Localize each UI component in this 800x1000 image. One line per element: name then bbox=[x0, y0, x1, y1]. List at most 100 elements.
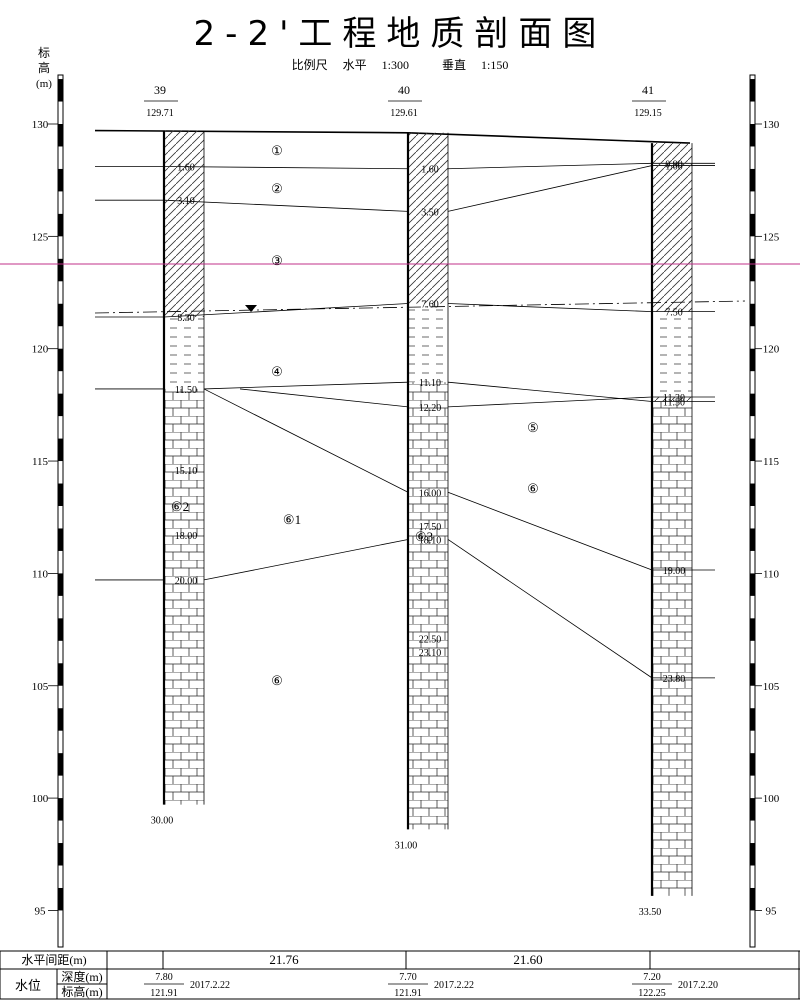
axis-tick-label: 100 bbox=[763, 793, 780, 805]
borehole-elevation: 129.71 bbox=[146, 108, 174, 119]
water-level-icon bbox=[245, 305, 257, 312]
layer-depth-label: 1.60 bbox=[421, 165, 439, 176]
layer-depth-label: 12.20 bbox=[419, 403, 442, 414]
strata-boundary bbox=[447, 381, 653, 402]
borehole-fill-dash bbox=[408, 303, 448, 383]
water-date: 2017.2.20 bbox=[678, 980, 718, 991]
ruler-segment bbox=[58, 438, 63, 462]
ruler-segment bbox=[58, 303, 63, 327]
ruler-segment bbox=[58, 213, 63, 237]
layer-depth-label: 15.10 bbox=[175, 466, 198, 477]
layer-label: ① bbox=[271, 143, 283, 158]
strata-boundary bbox=[239, 388, 409, 408]
layer-label: ② bbox=[271, 181, 283, 196]
ruler-segment bbox=[58, 753, 63, 776]
strata-boundary bbox=[447, 491, 653, 571]
layer-depth-label: 19.00 bbox=[663, 566, 686, 577]
layer-depth-label: 7.60 bbox=[421, 300, 439, 311]
axis-label-2: 高 bbox=[38, 60, 50, 75]
borehole-fill-hatch bbox=[164, 130, 204, 318]
axis-tick-label: 115 bbox=[763, 456, 780, 468]
axis-tick-label: 115 bbox=[32, 456, 49, 468]
water-table-line bbox=[94, 300, 746, 314]
distance-value-1: 21.76 bbox=[269, 952, 299, 967]
water-depth-label: 深度(m) bbox=[61, 969, 102, 984]
layer-label: ④ bbox=[271, 364, 283, 379]
axis-tick-label: 95 bbox=[766, 905, 778, 917]
ruler-segment bbox=[750, 168, 755, 192]
borehole-fill-hatch bbox=[652, 397, 692, 402]
axis-tick-label: 125 bbox=[763, 231, 780, 243]
scale-label: 比例尺 bbox=[291, 58, 328, 72]
distance-label: 水平间距(m) bbox=[21, 953, 86, 967]
ruler-segment bbox=[58, 79, 63, 102]
borehole-total-depth: 33.50 bbox=[639, 907, 662, 918]
water-depth-value: 7.70 bbox=[399, 972, 417, 983]
ruler-segment bbox=[750, 798, 755, 821]
layer-depth-label: 16.00 bbox=[419, 488, 442, 499]
ruler-segment bbox=[750, 887, 755, 911]
water-elev-value: 121.91 bbox=[394, 988, 422, 999]
layer-depth-label: 20.00 bbox=[175, 576, 198, 587]
ruler-segment bbox=[58, 843, 63, 866]
layer-label: ⑥2 bbox=[171, 499, 189, 514]
layer-depth-label: 18.00 bbox=[175, 531, 198, 542]
layer-depth-label: 3.10 bbox=[177, 196, 195, 207]
strata-boundary bbox=[163, 166, 409, 170]
layer-depth-label: 7.50 bbox=[665, 308, 683, 319]
ruler-segment bbox=[58, 483, 63, 506]
scale-vertical-value: 1:150 bbox=[481, 58, 509, 72]
layer-depth-label: 23.10 bbox=[419, 648, 442, 659]
water-date: 2017.2.22 bbox=[434, 980, 474, 991]
axis-label-unit: (m) bbox=[36, 78, 52, 90]
ruler-segment bbox=[58, 124, 63, 147]
borehole-id: 39 bbox=[154, 83, 166, 97]
layer-depth-label: 3.50 bbox=[421, 207, 439, 218]
scale-horizontal-label: 水平 bbox=[342, 58, 367, 72]
ruler-segment bbox=[750, 348, 755, 372]
layer-depth-label: 23.80 bbox=[663, 674, 686, 685]
borehole-fill-dash bbox=[652, 311, 692, 398]
axis-tick-label: 100 bbox=[32, 793, 49, 805]
strata-boundary bbox=[94, 129, 409, 134]
scale-horizontal-value: 1:300 bbox=[381, 58, 409, 72]
scale-info: 比例尺 水平 1:300 垂直 1:150 bbox=[0, 56, 800, 73]
borehole-fill-brick bbox=[408, 382, 448, 830]
ruler-segment bbox=[58, 573, 63, 596]
borehole-elevation: 129.61 bbox=[390, 108, 418, 119]
axis-tick-label: 120 bbox=[32, 344, 49, 356]
ruler-segment bbox=[750, 258, 755, 282]
layer-label: ⑤ bbox=[527, 420, 539, 435]
ruler-segment bbox=[750, 708, 755, 731]
ruler-segment bbox=[750, 528, 755, 551]
page-title: 2-2'工程地质剖面图 bbox=[193, 14, 607, 54]
scale-vertical-label: 垂直 bbox=[442, 58, 467, 72]
axis-tick-label: 130 bbox=[32, 119, 49, 131]
axis-tick-label: 110 bbox=[763, 568, 780, 580]
layer-depth-label: 8.30 bbox=[177, 313, 195, 324]
layer-depth-label: 1.00 bbox=[665, 162, 683, 173]
layer-label: ③ bbox=[271, 253, 283, 268]
ruler-segment bbox=[750, 573, 755, 596]
axis-tick-label: 110 bbox=[32, 568, 49, 580]
axis-tick-label: 120 bbox=[763, 344, 780, 356]
layer-label: ⑥3 bbox=[415, 529, 433, 544]
ruler-segment bbox=[58, 258, 63, 282]
ruler-segment bbox=[750, 663, 755, 686]
borehole-fill-brick bbox=[652, 401, 692, 896]
water-depth-value: 7.80 bbox=[155, 972, 173, 983]
layer-depth-label: 11.50 bbox=[175, 385, 197, 396]
axis-label-1: 标 bbox=[38, 46, 50, 60]
layer-depth-label: 18.10 bbox=[419, 535, 442, 546]
ruler-segment bbox=[750, 843, 755, 866]
strata-boundary bbox=[447, 539, 653, 679]
water-elev-label: 标高(m) bbox=[61, 984, 102, 999]
axis-tick-label: 125 bbox=[32, 231, 49, 243]
ruler-segment bbox=[750, 79, 755, 102]
strata-boundary bbox=[407, 131, 691, 144]
strata-boundary bbox=[447, 165, 653, 212]
strata-boundary bbox=[163, 199, 409, 212]
axis-tick-label: 105 bbox=[763, 681, 780, 693]
borehole-fill-hatch bbox=[408, 132, 448, 304]
